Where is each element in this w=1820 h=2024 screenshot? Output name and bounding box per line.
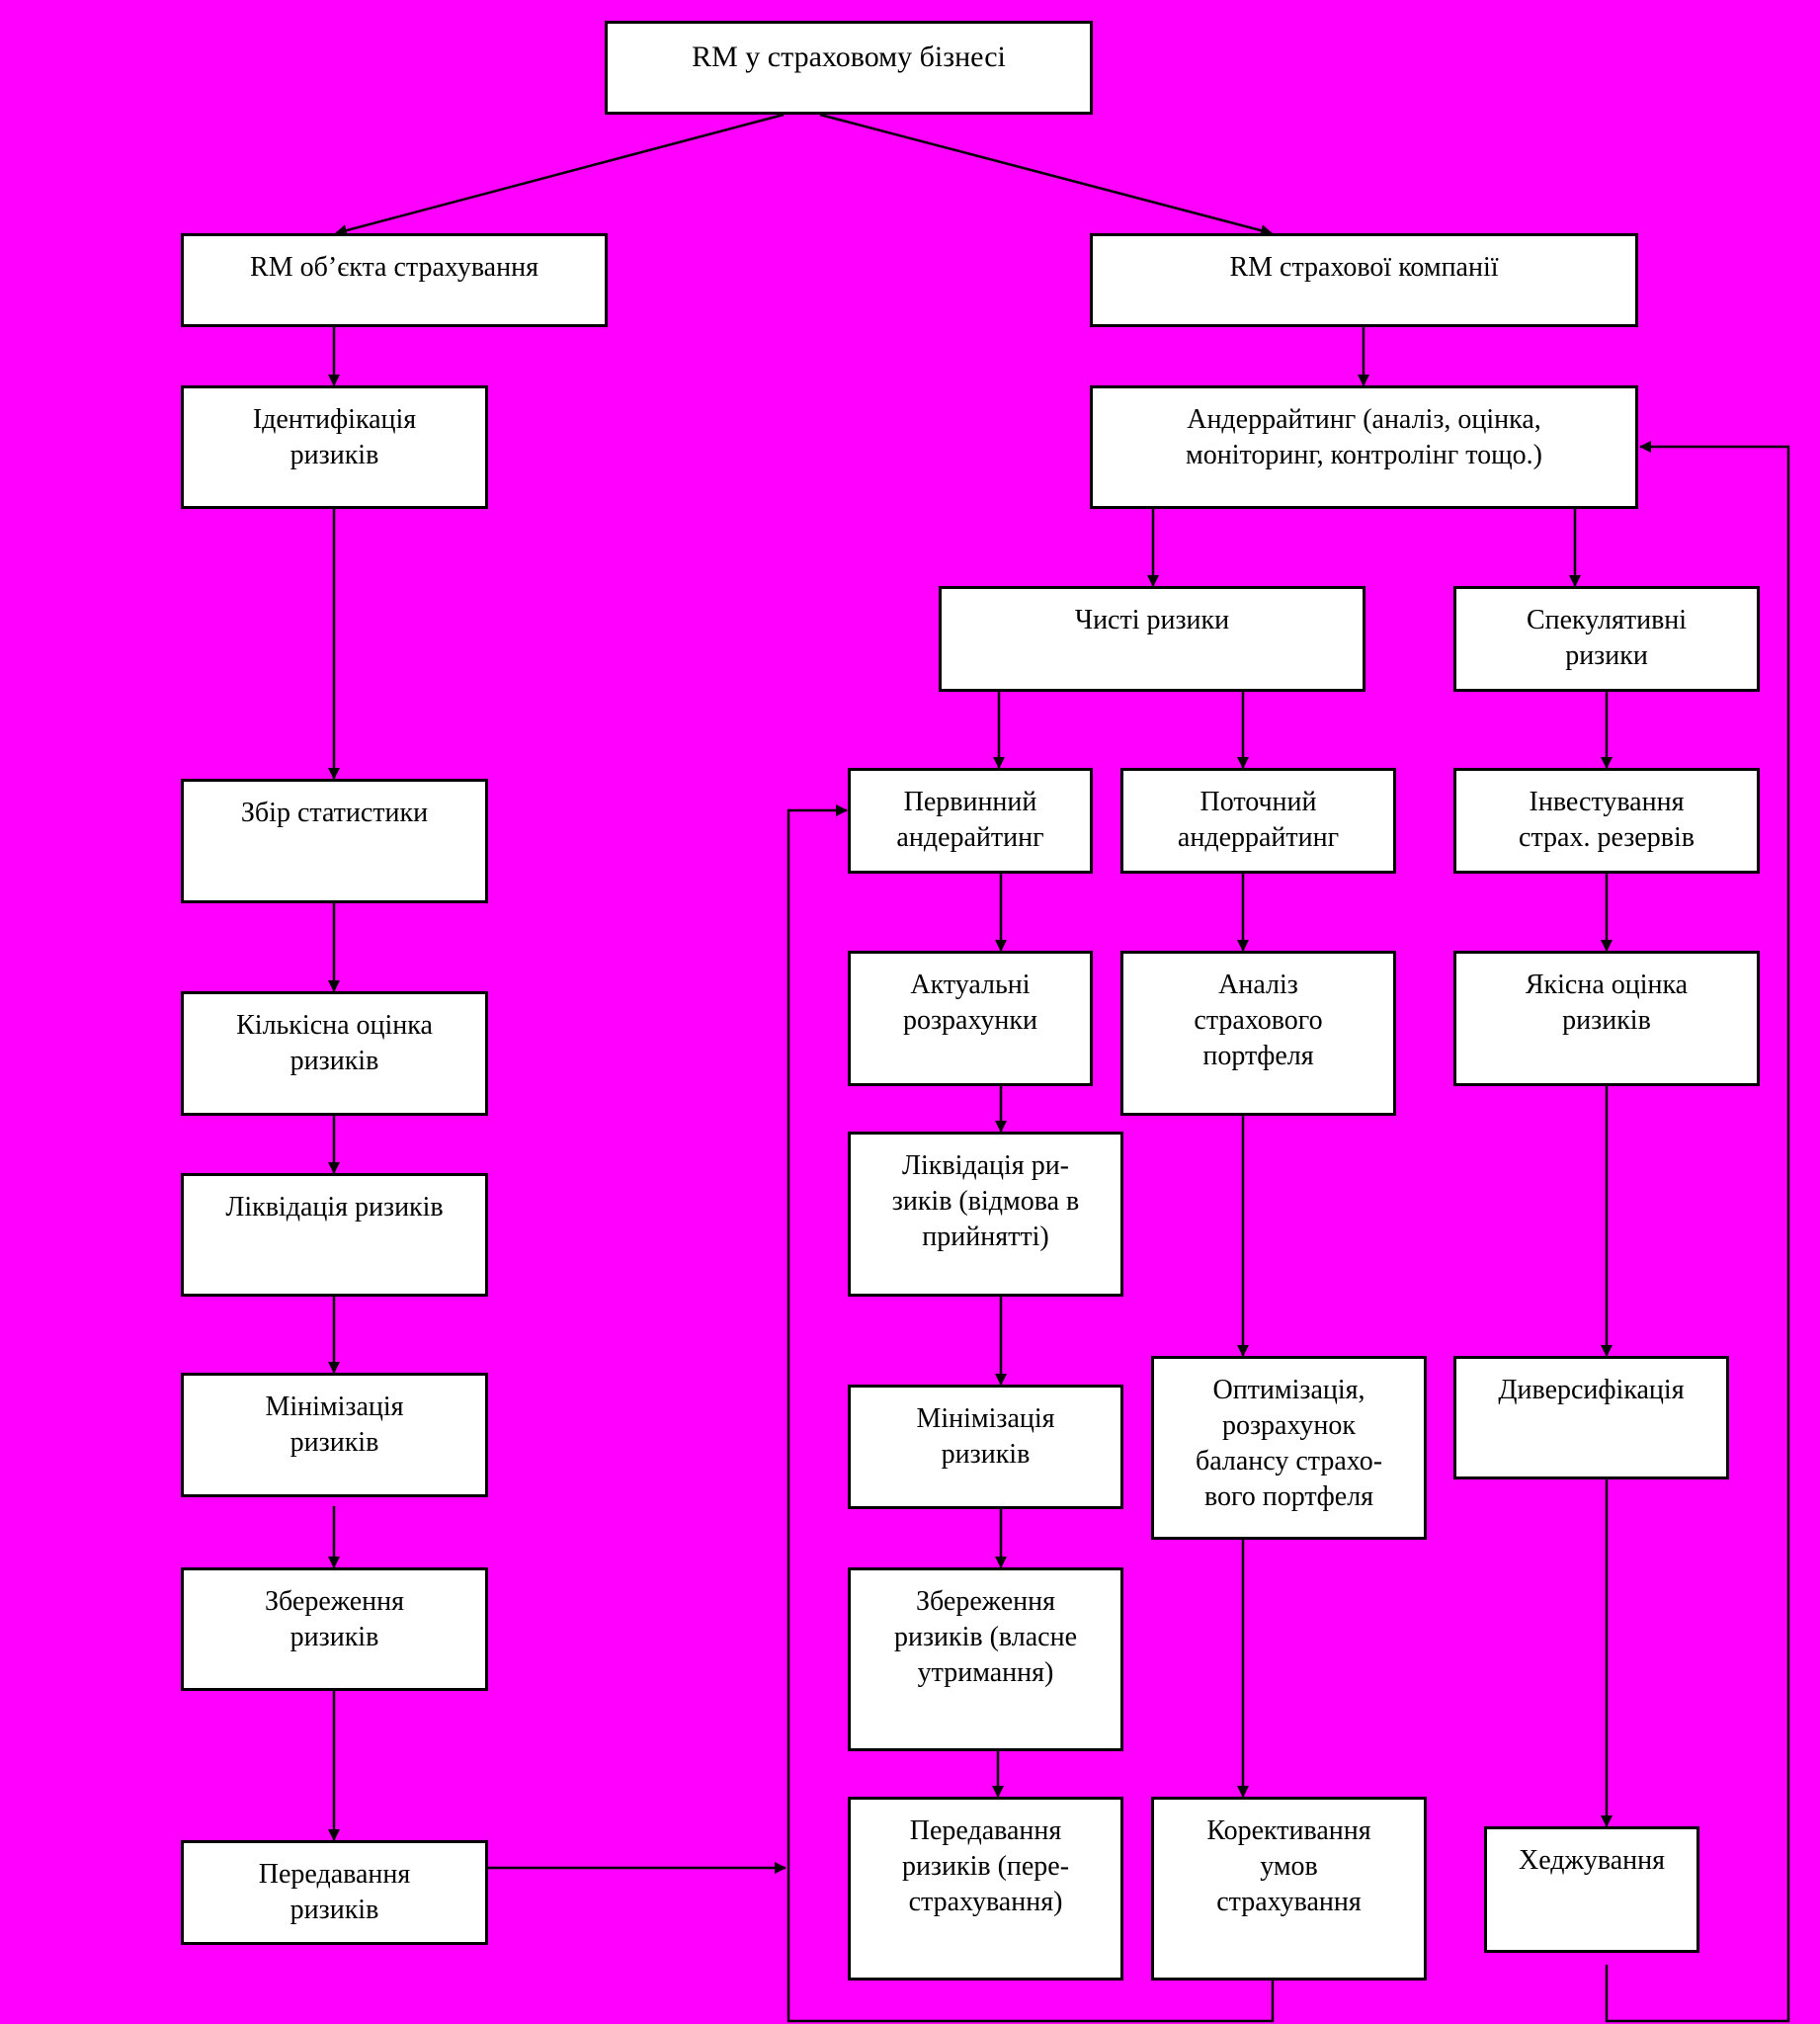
node-risk-retention-2: Збереження ризиків (власне утримання) <box>848 1567 1123 1751</box>
edge-loop-to-prim <box>786 804 1275 2023</box>
node-risk-transfer: Передавання ризиків <box>181 1840 488 1945</box>
node-qualitative-assessment: Якісна оцінка ризиків <box>1453 951 1760 1086</box>
edge-loop-to-under <box>1605 441 1790 2023</box>
node-portfolio-analysis: Аналіз страхового портфеля <box>1120 951 1396 1116</box>
node-reserve-investment: Інвестування страх. резервів <box>1453 768 1760 874</box>
node-risk-liquidation-refusal: Ліквідація ри- зиків (відмова в прийнятт… <box>848 1132 1123 1297</box>
node-pure-risks: Чисті ризики <box>939 586 1365 692</box>
node-rm-insurance-object: RM об’єкта страхування <box>181 233 608 327</box>
node-statistics-collection: Збір статистики <box>181 779 488 903</box>
node-current-underwriting: Поточний андеррайтинг <box>1120 768 1396 874</box>
node-risk-retention: Збереження ризиків <box>181 1567 488 1691</box>
edge-root-obj <box>335 113 785 236</box>
node-reinsurance: Передавання ризиків (пере- страхування) <box>848 1797 1123 1981</box>
node-portfolio-optimization: Оптимізація, розрахунок балансу страхо- … <box>1151 1356 1427 1540</box>
node-risk-identification: Ідентифікація ризиків <box>181 385 488 509</box>
edge-root-comp <box>819 113 1273 237</box>
node-hedging: Хеджування <box>1484 1826 1699 1953</box>
node-quantitative-assessment: Кількісна оцінка ризиків <box>181 991 488 1116</box>
node-risk-minimization: Мінімізація ризиків <box>181 1373 488 1497</box>
node-risk-liquidation: Ліквідація ризиків <box>181 1173 488 1297</box>
node-risk-minimization-2: Мінімізація ризиків <box>848 1385 1123 1509</box>
node-underwriting: Андеррайтинг (аналіз, оцінка, моніторинг… <box>1090 385 1638 509</box>
node-diversification: Диверсифікація <box>1453 1356 1729 1479</box>
node-actuarial-calculations: Актуальні розрахунки <box>848 951 1093 1086</box>
node-terms-adjustment: Корективання умов страхування <box>1151 1797 1427 1981</box>
node-speculative-risks: Спекулятивні ризики <box>1453 586 1760 692</box>
node-primary-underwriting: Первинний андерайтинг <box>848 768 1093 874</box>
node-rm-insurance-business: RM у страховому бізнесі <box>605 21 1093 115</box>
node-rm-insurance-company: RM страхової компанії <box>1090 233 1638 327</box>
